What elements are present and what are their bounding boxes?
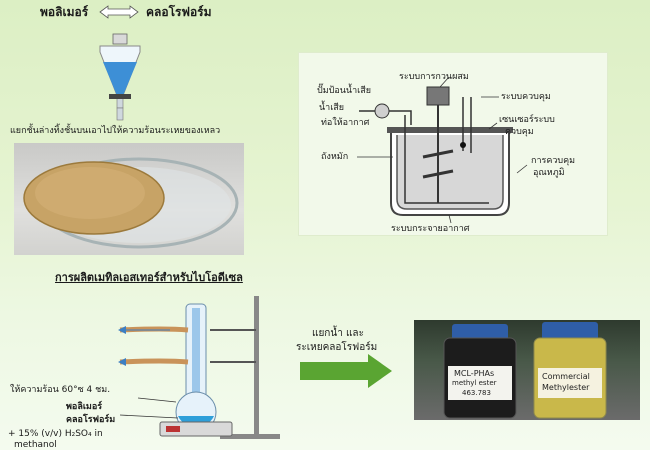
tank-label: ถังหมัก xyxy=(321,152,349,162)
heat-condition-label: ให้ความร้อน 60°ซ 4 ชม. xyxy=(10,385,111,395)
reflux-apparatus-panel: ให้ความร้อน 60°ซ 4 ชม. พอลิเมอร์ คลอโรฟอ… xyxy=(0,290,290,450)
bottom-heading: การผลิตเมทิลเอสเทอร์สำหรับไบโอดีเซล xyxy=(55,271,243,284)
reactor-diagram xyxy=(357,76,528,224)
funnel-icon xyxy=(99,33,141,121)
separation-panel: พอลิเมอร์ คลอโรฟอร์ม แยกชั้นล่างทิ้งชั้น… xyxy=(0,0,270,150)
chloroform-label-bottom: คลอโรฟอร์ม xyxy=(66,415,116,425)
sensor-label-2: ควบคุม xyxy=(505,127,534,137)
double-arrow-icon xyxy=(99,5,139,19)
mixing-system-label: ระบบการกวนผสม xyxy=(399,72,469,82)
left-bottle-label-2: methyl ester xyxy=(452,379,497,387)
reflux-apparatus-diagram xyxy=(118,296,280,439)
petri-dish-image xyxy=(23,157,239,249)
separatory-funnel-diagram xyxy=(99,5,141,121)
arrow-label-2: ระเหยคลอโรฟอร์ม xyxy=(296,342,378,353)
pump-label: ปั๊มป้อนน้ำเสีย xyxy=(317,86,371,96)
chloroform-label: คลอโรฟอร์ม xyxy=(146,5,212,19)
right-bottle-label-2: Methylester xyxy=(542,383,590,392)
temp-control-label-1: การควบคุม xyxy=(531,156,576,166)
bottles-photo: MCL-PHAs methyl ester 463.783 Commercial… xyxy=(414,320,640,420)
left-bottle-label-3: 463.783 xyxy=(462,389,491,397)
petri-dish-photo xyxy=(14,143,244,255)
acid-label-2: methanol xyxy=(14,440,57,450)
acid-label-1: + 15% (v/v) H₂SO₄ in xyxy=(8,429,103,439)
separation-caption: แยกชั้นล่างทิ้งชั้นบนเอาไปให้ความร้อนระเ… xyxy=(10,126,221,136)
temp-control-label-2: อุณหภูมิ xyxy=(533,168,565,178)
polymer-label-bottom: พอลิเมอร์ xyxy=(66,402,103,412)
bottles-image xyxy=(443,322,607,419)
control-system-label: ระบบควบคุม xyxy=(501,92,551,102)
sensor-label-1: เซนเซอร์ระบบ xyxy=(499,115,555,125)
polymer-label: พอลิเมอร์ xyxy=(40,5,89,19)
reactor-panel: ระบบการกวนผสม ปั๊มป้อนน้ำเสีย น้ำเสีย ระ… xyxy=(298,52,608,236)
air-distribution-label: ระบบกระจายอากาศ xyxy=(391,224,470,234)
air-pipe-label: ท่อให้อากาศ xyxy=(321,118,370,128)
right-bottle-label-1: Commercial xyxy=(542,372,590,381)
left-bottle-label-1: MCL-PHAs xyxy=(454,369,495,378)
arrow-label-1: แยกน้ำ และ xyxy=(312,328,364,339)
wastewater-label: น้ำเสีย xyxy=(319,103,345,113)
